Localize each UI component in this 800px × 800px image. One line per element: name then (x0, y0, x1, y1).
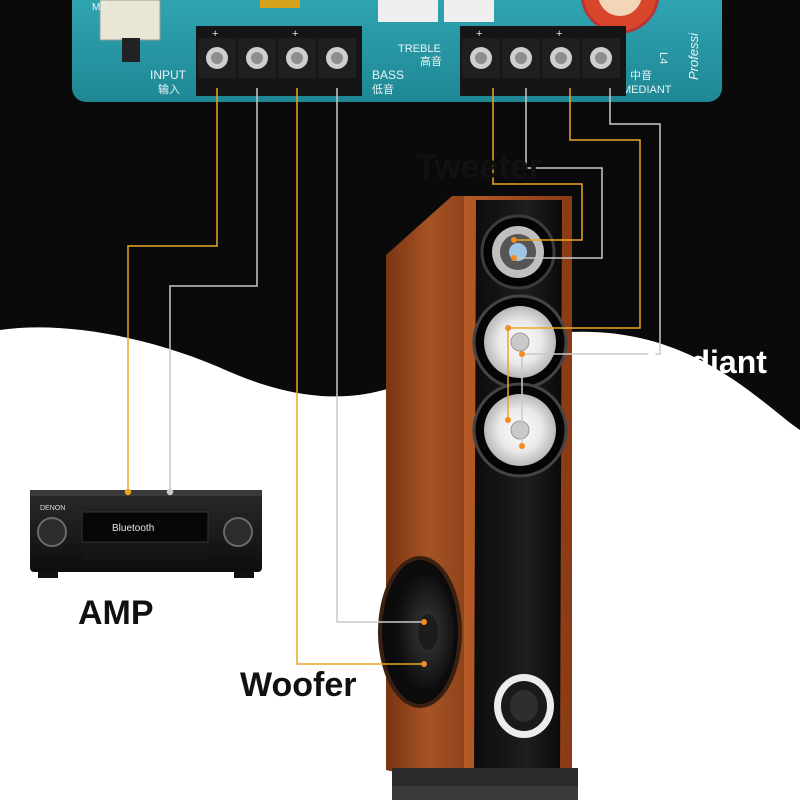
woofer-driver-icon (380, 558, 460, 706)
crossover-board-icon: M2 INPUT 输入 BASS 低音 TREBLE 高音 中音 MEDIANT… (72, 0, 722, 102)
tower-speaker-icon (380, 196, 578, 800)
bass-port-icon (494, 674, 554, 738)
tweeter-label: Tweeter (416, 150, 542, 184)
terminal-plus-sign: + (556, 28, 562, 40)
board-treble-cn-label: 高音 (420, 54, 442, 68)
amp-brand-label: DENON (40, 505, 65, 512)
board-bass-label: BASS (372, 68, 404, 82)
board-treble-label: TREBLE (398, 43, 441, 55)
amp-label: AMP (78, 596, 154, 630)
amplifier-icon: DENON Bluetooth (30, 490, 262, 578)
midrange-driver-icon (474, 384, 566, 476)
terminal-screw-icon (582, 38, 620, 78)
board-mediant-label: MEDIANT (622, 84, 672, 96)
mediant-label: Mediant (646, 346, 767, 378)
board-input-label: INPUT (150, 68, 187, 82)
tweeter-driver-icon (482, 216, 554, 288)
terminal-screw-icon (238, 38, 276, 78)
board-bass-cn-label: 低音 (372, 82, 394, 96)
board-m2-label: M2 (92, 2, 106, 13)
terminal-screw-icon (502, 38, 540, 78)
terminal-plus-sign: + (476, 28, 482, 40)
woofer-label: Woofer (240, 668, 356, 702)
board-mediant-cn-label: 中音 (630, 68, 652, 82)
midrange-driver-icon (474, 296, 566, 388)
terminal-screw-icon (318, 38, 356, 78)
board-input-cn-label: 输入 (158, 82, 180, 96)
board-l4-label: L4 (657, 52, 669, 64)
board-brand-text: Professi (686, 32, 701, 80)
terminal-plus-sign: + (292, 28, 298, 40)
amp-display-text: Bluetooth (112, 523, 154, 534)
terminal-plus-sign: + (212, 28, 218, 40)
